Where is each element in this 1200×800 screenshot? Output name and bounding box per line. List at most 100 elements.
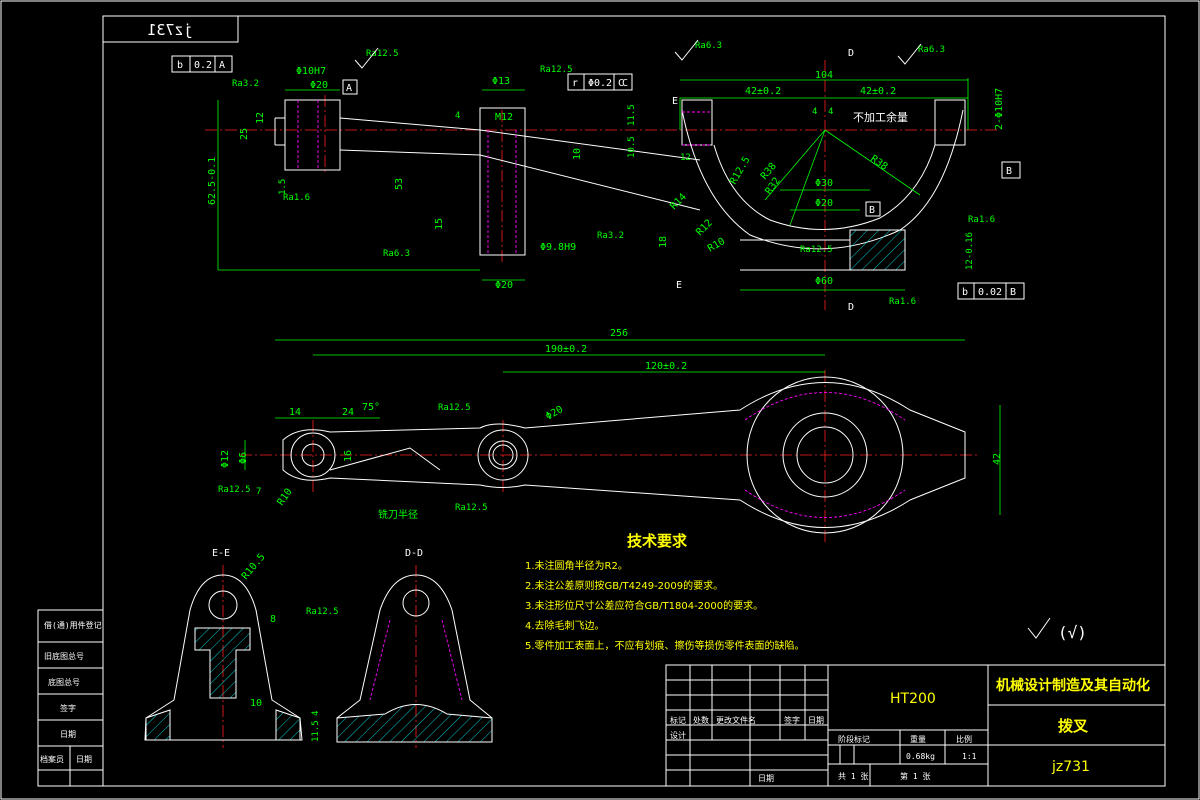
svg-text:r: r xyxy=(572,78,578,89)
datum-a: A xyxy=(346,83,352,94)
svg-text:Φ20: Φ20 xyxy=(544,404,565,423)
svg-text:Φ60: Φ60 xyxy=(815,276,833,287)
svg-text:M12: M12 xyxy=(495,112,513,123)
svg-text:Φ0.2: Φ0.2 xyxy=(588,78,612,89)
part-name: 拨叉 xyxy=(1058,717,1089,735)
svg-text:日期: 日期 xyxy=(60,730,76,739)
section-d-top: D xyxy=(848,48,854,59)
svg-text:42±0.2: 42±0.2 xyxy=(745,86,781,97)
svg-text:重量: 重量 xyxy=(910,734,926,744)
svg-text:签字: 签字 xyxy=(784,715,800,725)
section-d-d: D-D xyxy=(336,548,493,748)
svg-text:R38: R38 xyxy=(868,153,889,172)
svg-text:14: 14 xyxy=(289,407,301,418)
svg-text:4: 4 xyxy=(311,711,321,716)
svg-text:日期: 日期 xyxy=(76,755,92,764)
svg-text:R10.5: R10.5 xyxy=(240,552,268,582)
section-e-e: E-E R10.5 8 10 4 11.5 Ra12.5 xyxy=(144,548,339,748)
svg-text:档案员: 档案员 xyxy=(40,754,64,764)
svg-text:比例: 比例 xyxy=(956,734,972,744)
svg-text:共 1 张: 共 1 张 xyxy=(838,772,868,781)
drawing-number-stamp: jz731 xyxy=(147,21,192,39)
svg-text:62.5-0.1: 62.5-0.1 xyxy=(207,157,218,205)
svg-text:旧底图总号: 旧底图总号 xyxy=(44,651,84,661)
svg-text:10: 10 xyxy=(572,148,583,160)
svg-text:Ra3.2: Ra3.2 xyxy=(597,231,624,241)
svg-text:256: 256 xyxy=(610,328,628,339)
svg-text:190±0.2: 190±0.2 xyxy=(545,344,587,355)
surface-roughness-general: (√) xyxy=(1027,617,1087,642)
svg-text:1.5: 1.5 xyxy=(278,179,288,195)
svg-text:2-Φ10H7: 2-Φ10H7 xyxy=(994,88,1005,130)
svg-text:Ra12.5: Ra12.5 xyxy=(455,503,488,513)
svg-text:R12: R12 xyxy=(694,218,715,239)
svg-text:104: 104 xyxy=(815,70,833,81)
svg-text:10.5: 10.5 xyxy=(627,136,637,158)
svg-text:Ra12.5: Ra12.5 xyxy=(438,403,471,413)
svg-text:E-E: E-E xyxy=(212,548,230,559)
section-e-top: E xyxy=(672,96,678,107)
tech-title: 技术要求 xyxy=(627,532,688,550)
svg-text:R14: R14 xyxy=(668,192,689,213)
svg-text:不加工余量: 不加工余量 xyxy=(853,110,908,124)
left-strip: 借(通)用件登记 旧底图总号 底图总号 签字 日期 档案员 日期 xyxy=(37,609,104,787)
svg-text:0.2: 0.2 xyxy=(194,60,212,71)
svg-text:R10: R10 xyxy=(706,236,727,255)
svg-text:阶段标记: 阶段标记 xyxy=(838,734,870,744)
svg-text:18: 18 xyxy=(658,236,669,248)
institution: 机械设计制造及其自动化 xyxy=(996,677,1150,694)
tolerance-frame-3: b 0.02 B xyxy=(957,282,1025,300)
tolerance-frame-2: r Φ0.2 C xyxy=(567,73,633,91)
inner-frame xyxy=(102,15,1166,787)
svg-text:12: 12 xyxy=(255,112,266,124)
tech-item-3: 3.未注形位尺寸公差应符合GB/T1804-2000的要求。 xyxy=(525,599,763,612)
svg-text:Ra12.5: Ra12.5 xyxy=(800,245,833,255)
svg-text:0.68kg: 0.68kg xyxy=(906,752,935,761)
svg-text:1:1: 1:1 xyxy=(962,752,977,761)
svg-text:Ra6.3: Ra6.3 xyxy=(383,249,410,259)
svg-text:日期: 日期 xyxy=(808,716,824,725)
top-view: 256 190±0.2 120±0.2 14 24 75° Φ20 Φ12 Φ6… xyxy=(218,328,1003,545)
svg-text:4: 4 xyxy=(455,111,460,121)
drawing-no: jz731 xyxy=(1051,759,1090,775)
svg-text:11.5: 11.5 xyxy=(627,104,637,126)
svg-text:12: 12 xyxy=(680,153,691,163)
svg-text:Ra1.6: Ra1.6 xyxy=(889,297,916,307)
svg-text:Ra1.6: Ra1.6 xyxy=(283,193,310,203)
svg-text:B: B xyxy=(1010,287,1016,298)
svg-text:8: 8 xyxy=(270,614,276,625)
svg-text:Φ20: Φ20 xyxy=(310,80,328,91)
svg-text:b: b xyxy=(962,287,968,298)
svg-text:(√): (√) xyxy=(1058,623,1087,642)
svg-text:24: 24 xyxy=(342,407,354,418)
svg-text:Ra12.5: Ra12.5 xyxy=(306,607,339,617)
tolerance-frame-1: b 0.2 A xyxy=(171,55,233,73)
svg-text:Ra12.5: Ra12.5 xyxy=(540,65,573,75)
svg-text:铣刀半径: 铣刀半径 xyxy=(378,508,418,521)
svg-text:Ra1.6: Ra1.6 xyxy=(968,215,995,225)
svg-text:Φ6: Φ6 xyxy=(238,452,249,464)
section-e-bot: E xyxy=(676,280,682,291)
tech-item-5: 5.零件加工表面上，不应有划痕、擦伤等损伤零件表面的缺陷。 xyxy=(525,639,805,652)
tech-item-4: 4.去除毛刺飞边。 xyxy=(525,619,605,632)
tech-item-1: 1.未注圆角半径为R2。 xyxy=(525,559,628,572)
svg-text:Ra12.5: Ra12.5 xyxy=(366,49,399,59)
datum-c-tag: C xyxy=(622,78,628,89)
svg-text:Φ9.8H9: Φ9.8H9 xyxy=(540,242,576,253)
svg-text:借(通)用件登记: 借(通)用件登记 xyxy=(44,620,102,630)
section-d-bot: D xyxy=(848,302,854,313)
svg-text:10: 10 xyxy=(250,698,262,709)
svg-text:标记: 标记 xyxy=(670,715,686,725)
svg-text:Φ10H7: Φ10H7 xyxy=(296,66,326,77)
datum-b: B xyxy=(1006,166,1012,177)
svg-text:7: 7 xyxy=(256,487,261,497)
svg-text:4: 4 xyxy=(828,107,833,117)
svg-text:Ra3.2: Ra3.2 xyxy=(232,79,259,89)
svg-text:D-D: D-D xyxy=(405,548,423,559)
svg-text:R10: R10 xyxy=(275,487,294,508)
stamp-box xyxy=(102,15,239,43)
tech-requirements: 技术要求 1.未注圆角半径为R2。 2.未注公差原则按GB/T4249-2009… xyxy=(525,532,805,652)
svg-text:25: 25 xyxy=(239,128,250,140)
svg-text:Φ20: Φ20 xyxy=(815,198,833,209)
